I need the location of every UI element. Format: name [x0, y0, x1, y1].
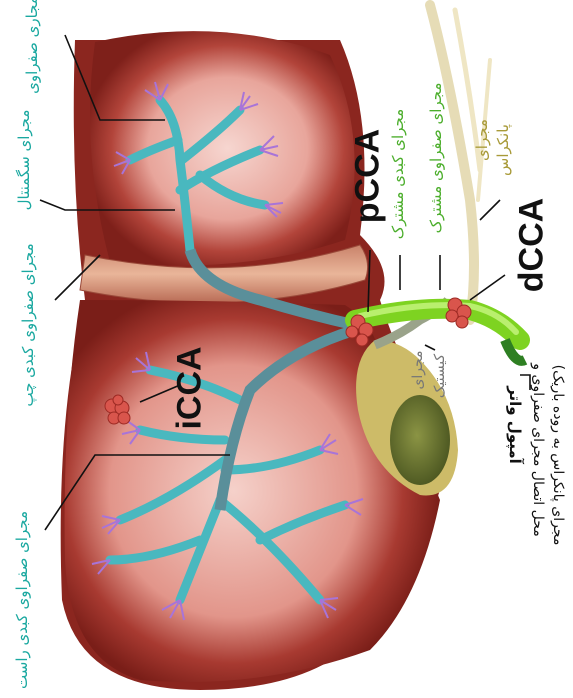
- icca-label: iCCA: [171, 346, 210, 429]
- left-lobe: [90, 31, 355, 265]
- dcca-label: dCCA: [513, 198, 552, 292]
- cystic-duct-label-2: کیستیک: [432, 354, 448, 398]
- segmental-duct-label: مجرای سگمنتال: [15, 110, 33, 211]
- pcca-label: pCCA: [349, 129, 388, 223]
- common-bile-duct-label: مجرای صفراوی مشترک: [427, 83, 445, 234]
- ampulla-desc-2: (مجرای پانکراس به روده باریک: [550, 365, 566, 546]
- left-hepatic-duct-label: مجرای صفراوی کبدی چپ: [19, 243, 37, 406]
- gallbladder: [390, 395, 450, 485]
- ampulla-title: آمپول واتر: [506, 386, 524, 464]
- pancreatic-duct-label-2: پانکراس: [494, 124, 512, 176]
- pancreatic-duct-label-1: مجرای: [473, 119, 491, 161]
- cystic-duct-label-1: مجرای: [410, 350, 426, 389]
- common-hepatic-duct-label: مجرای کبدی مشترک: [389, 109, 407, 239]
- right-hepatic-duct-label: مجرای صفراوی کبدی راست: [13, 511, 31, 689]
- intrahepatic-ducts-label: مجاری صفراوی: [23, 0, 41, 94]
- ampulla-desc-1: محل اتصال مجرای صفراوی و: [530, 363, 546, 536]
